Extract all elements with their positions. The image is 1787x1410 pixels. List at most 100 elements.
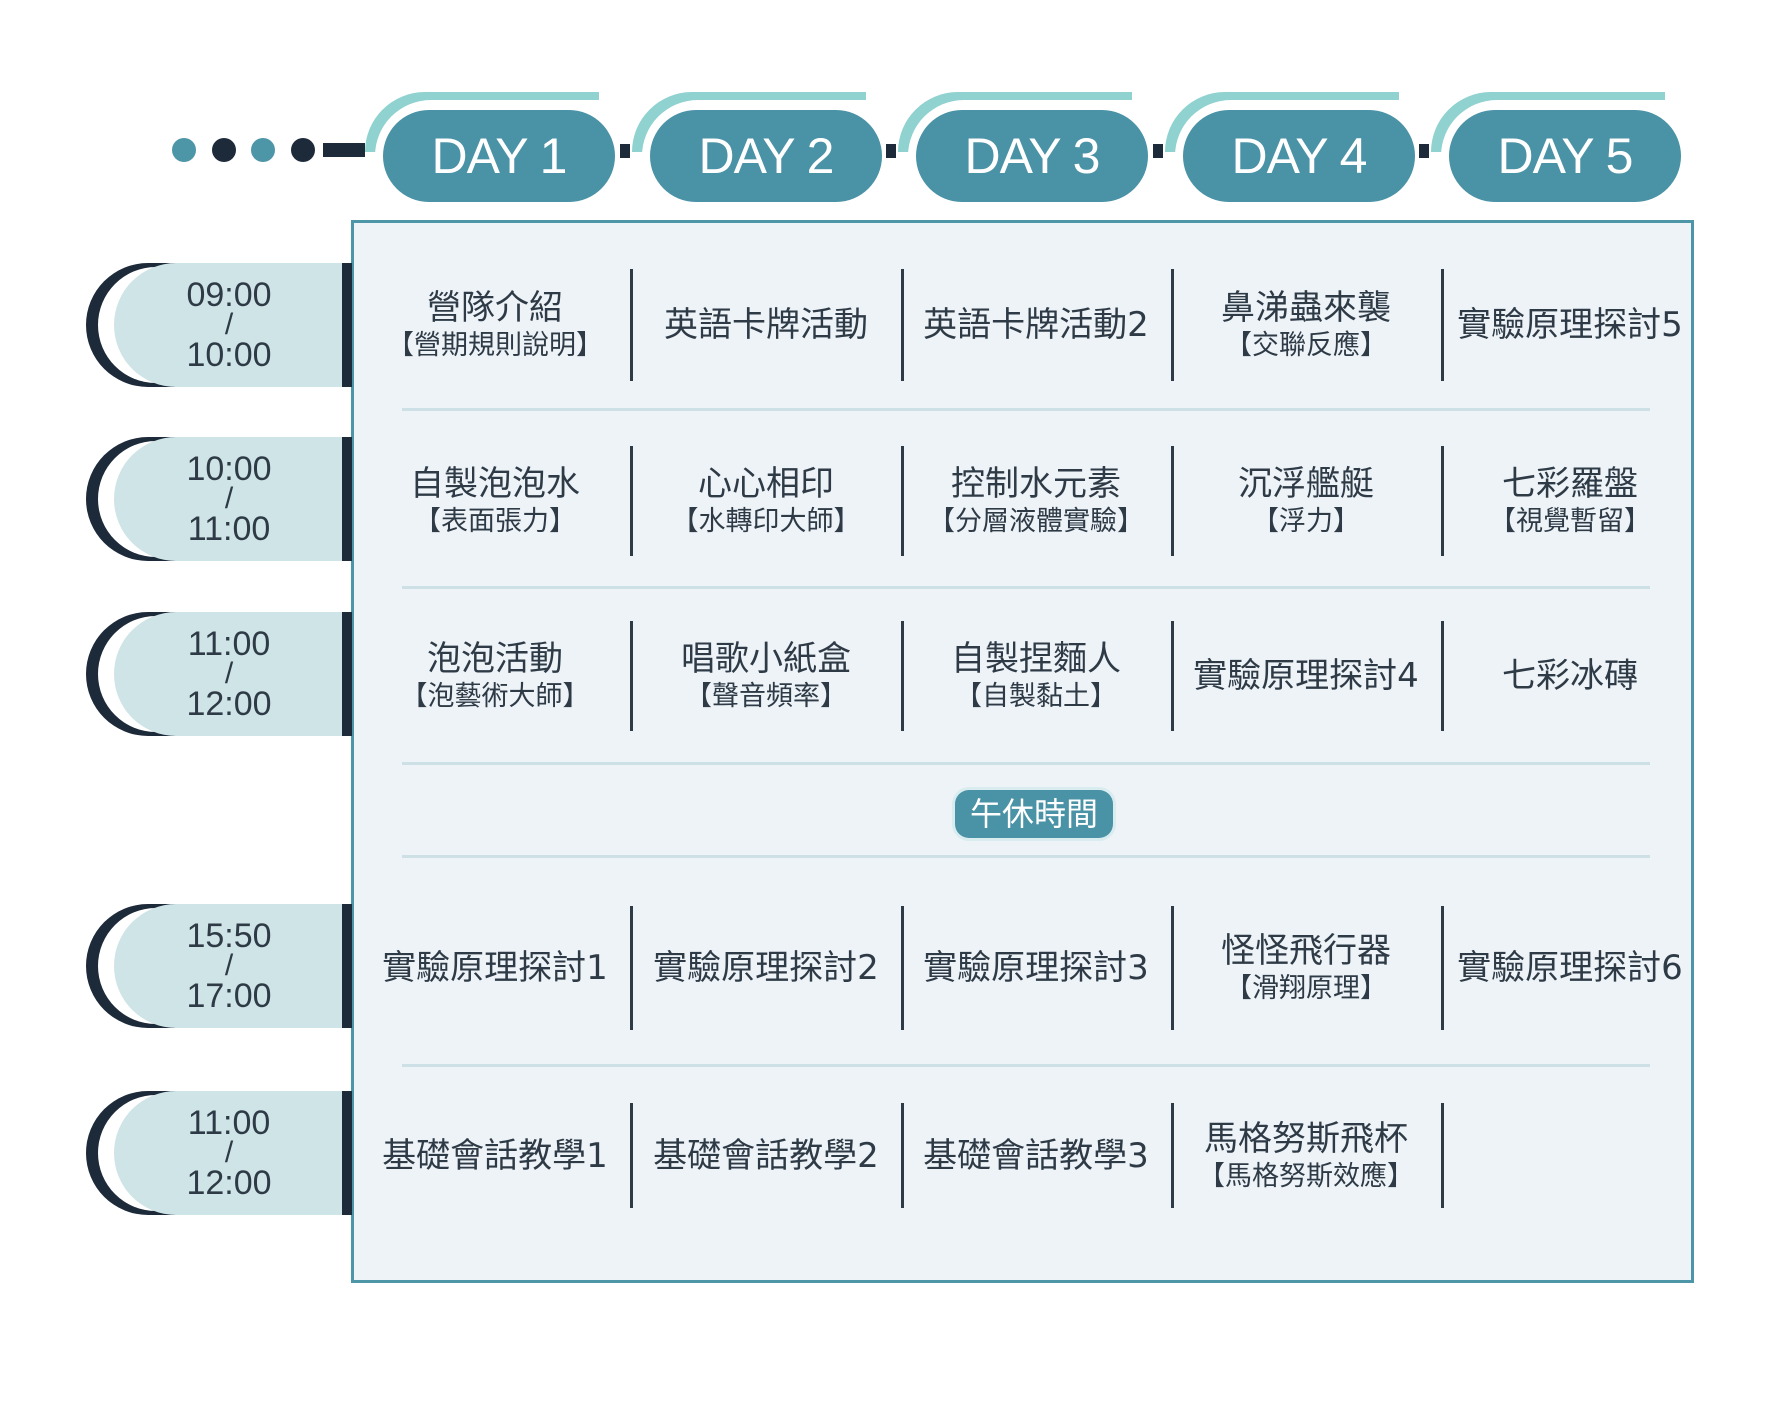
- row-divider: [402, 1064, 1650, 1067]
- tab-connector: [1153, 144, 1163, 158]
- activity-title: 基礎會話教學3: [923, 1135, 1149, 1176]
- column-divider: [901, 621, 904, 731]
- dot-icon: [212, 138, 236, 162]
- schedule-cell: 怪怪飛行器 【滑翔原理】: [1171, 906, 1441, 1030]
- activity-title: 實驗原理探討2: [653, 948, 879, 988]
- activity-title: 實驗原理探討1: [382, 948, 608, 988]
- schedule-cell: 七彩羅盤 【視覺暫留】: [1435, 446, 1705, 556]
- schedule-cell: 實驗原理探討5: [1435, 269, 1705, 381]
- schedule-cell: 實驗原理探討2: [631, 906, 901, 1030]
- activity-title: 實驗原理探討3: [923, 948, 1149, 988]
- day-label[interactable]: DAY 5: [1449, 110, 1681, 202]
- activity-title: 泡泡活動: [427, 639, 563, 679]
- activity-title: 唱歌小紙盒: [681, 639, 851, 679]
- day-label[interactable]: DAY 1: [383, 110, 615, 202]
- schedule-cell: 實驗原理探討3: [901, 906, 1171, 1030]
- column-divider: [630, 446, 633, 556]
- activity-title: 自製捏麵人: [951, 639, 1121, 679]
- schedule-cell: 自製捏麵人 【自製黏土】: [901, 621, 1171, 731]
- time-start: 11:00: [187, 1104, 271, 1142]
- schedule-panel: [351, 220, 1694, 1283]
- time-pill: 09:00 / 10:00: [114, 263, 344, 387]
- dot-icon: [291, 138, 315, 162]
- tab-day-2[interactable]: DAY 2: [632, 92, 882, 202]
- activity-title: 實驗原理探討6: [1457, 948, 1683, 988]
- time-start: 15:50: [186, 917, 272, 955]
- column-divider: [901, 1103, 904, 1208]
- time-end: 17:00: [186, 977, 272, 1015]
- time-pill: 10:00 / 11:00: [114, 437, 344, 561]
- schedule-cell: 基礎會話教學1: [360, 1103, 630, 1208]
- time-end: 11:00: [187, 510, 271, 548]
- dot-icon: [251, 138, 275, 162]
- time-separator: /: [224, 1136, 234, 1169]
- schedule-cell: 基礎會話教學3: [901, 1103, 1171, 1208]
- time-slot: 15:50 / 17:00: [84, 904, 354, 1028]
- tab-connector: [1419, 144, 1429, 158]
- time-slot: 10:00 / 11:00: [84, 437, 354, 561]
- tab-day-4[interactable]: DAY 4: [1165, 92, 1415, 202]
- activity-title: 心心相印: [698, 464, 834, 504]
- column-divider: [901, 906, 904, 1030]
- activity-title: 基礎會話教學2: [653, 1135, 879, 1176]
- column-divider: [1171, 269, 1174, 381]
- activity-title: 鼻涕蟲來襲: [1221, 288, 1391, 328]
- schedule-cell: 心心相印 【水轉印大師】: [631, 446, 901, 556]
- time-separator: /: [224, 482, 234, 515]
- activity-subtitle: 【營期規則說明】: [387, 330, 603, 361]
- column-divider: [1171, 621, 1174, 731]
- row-divider: [402, 586, 1650, 589]
- schedule-cell: 泡泡活動 【泡藝術大師】: [360, 621, 630, 731]
- activity-subtitle: 【聲音頻率】: [685, 681, 847, 712]
- time-separator: /: [224, 657, 234, 690]
- column-divider: [1171, 446, 1174, 556]
- activity-subtitle: 【自製黏土】: [955, 681, 1117, 712]
- activity-subtitle: 【浮力】: [1252, 506, 1360, 537]
- activity-subtitle: 【泡藝術大師】: [400, 681, 590, 712]
- time-pill: 11:00 / 12:00: [114, 1091, 344, 1215]
- schedule-cell: 實驗原理探討1: [360, 906, 630, 1030]
- activity-title: 沉浮艦艇: [1238, 464, 1374, 504]
- column-divider: [1441, 269, 1444, 381]
- schedule-cell: 英語卡牌活動2: [901, 269, 1171, 381]
- schedule-cell: 營隊介紹 【營期規則說明】: [360, 269, 630, 381]
- time-pill: 11:00 / 12:00: [114, 612, 344, 736]
- activity-subtitle: 【分層液體實驗】: [928, 506, 1144, 537]
- time-separator: /: [224, 949, 234, 982]
- time-pill: 15:50 / 17:00: [114, 904, 344, 1028]
- column-divider: [1441, 446, 1444, 556]
- schedule-cell: 沉浮艦艇 【浮力】: [1171, 446, 1441, 556]
- time-end: 12:00: [186, 1164, 272, 1202]
- day-label[interactable]: DAY 2: [650, 110, 882, 202]
- row-divider: [402, 408, 1650, 411]
- activity-title: 英語卡牌活動2: [923, 305, 1149, 345]
- tab-connector: [886, 144, 896, 158]
- row-divider: [402, 855, 1650, 858]
- tab-day-3[interactable]: DAY 3: [898, 92, 1148, 202]
- activity-title: 營隊介紹: [427, 288, 563, 328]
- row-divider: [402, 762, 1650, 765]
- column-divider: [630, 621, 633, 731]
- activity-subtitle: 【馬格努斯效應】: [1198, 1160, 1414, 1192]
- schedule-cell: 唱歌小紙盒 【聲音頻率】: [631, 621, 901, 731]
- tab-day-1[interactable]: DAY 1: [365, 92, 615, 202]
- day-label[interactable]: DAY 3: [916, 110, 1148, 202]
- column-divider: [1171, 1103, 1174, 1208]
- schedule-cell: 馬格努斯飛杯 【馬格努斯效應】: [1171, 1103, 1441, 1208]
- column-divider: [630, 906, 633, 1030]
- activity-title: 實驗原理探討4: [1193, 656, 1419, 696]
- schedule-cell: 鼻涕蟲來襲 【交聯反應】: [1171, 269, 1441, 381]
- dot-icon: [172, 138, 196, 162]
- activity-title: 七彩羅盤: [1502, 464, 1638, 504]
- activity-title: 七彩冰磚: [1502, 656, 1638, 696]
- activity-title: 實驗原理探討5: [1457, 305, 1683, 345]
- tab-day-5[interactable]: DAY 5: [1431, 92, 1681, 202]
- time-end: 12:00: [186, 685, 272, 723]
- time-start: 10:00: [186, 450, 272, 488]
- column-divider: [1441, 1103, 1444, 1208]
- header-divider: [323, 143, 365, 157]
- tab-connector: [620, 144, 630, 158]
- schedule-cell: 基礎會話教學2: [631, 1103, 901, 1208]
- day-label[interactable]: DAY 4: [1183, 110, 1415, 202]
